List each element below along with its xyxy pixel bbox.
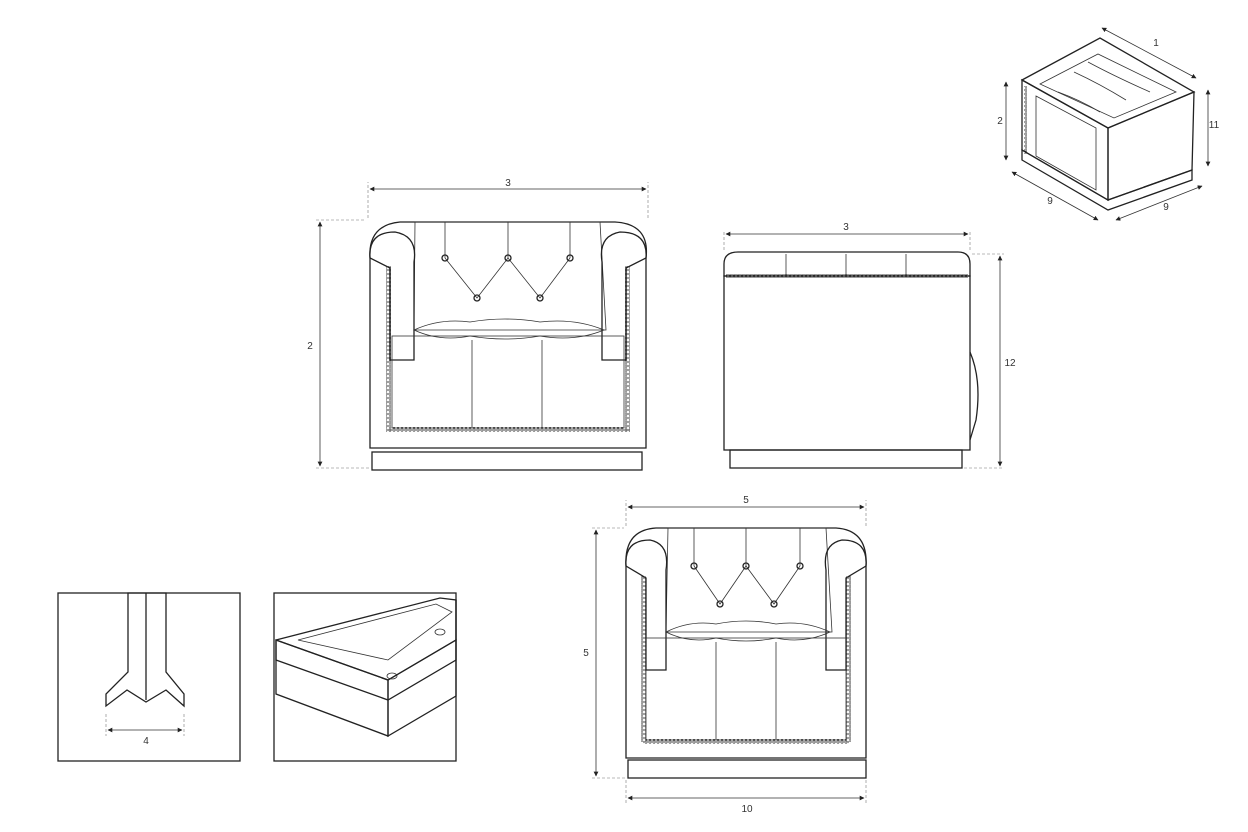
- side-nailhead-trim: [726, 274, 968, 278]
- rear-tufting-lines: [693, 565, 801, 605]
- rear-width-label: 5: [743, 495, 749, 506]
- rear-nailhead-trim: [846, 576, 851, 742]
- side-width-label: 3: [843, 222, 849, 233]
- leg-detail: 4: [57, 592, 241, 762]
- rear-nailhead-trim: [643, 739, 849, 744]
- front-height-label: 2: [307, 341, 313, 352]
- front-nailhead-trim: [625, 266, 630, 432]
- side-base-plinth: [729, 449, 963, 469]
- side-height-label: 12: [1004, 358, 1016, 369]
- iso-right-base-label: 9: [1163, 202, 1169, 213]
- rear-button: [770, 600, 778, 608]
- rear-button: [742, 562, 750, 570]
- front-button: [473, 294, 481, 302]
- rear-button: [796, 562, 804, 570]
- frame-front-rail: [275, 639, 389, 737]
- front-button: [441, 254, 449, 262]
- iso-top-label: 1: [1153, 38, 1159, 49]
- leg-detail-frame: [57, 592, 241, 762]
- rear-height-label: 5: [583, 648, 589, 659]
- front-right-arm: [600, 231, 647, 361]
- front-button: [504, 254, 512, 262]
- rear-button: [716, 600, 724, 608]
- rear-nailhead-trim: [641, 576, 646, 742]
- leg-width-label: 4: [143, 736, 149, 747]
- iso-front-face: [1021, 78, 1109, 202]
- iso-left-height-label: 2: [997, 116, 1003, 127]
- rear-view: 5 5 10: [583, 495, 867, 815]
- rear-button: [690, 562, 698, 570]
- front-tufting-lines: [444, 257, 571, 299]
- rear-base-plinth: [627, 759, 867, 779]
- front-left-arm: [369, 231, 416, 361]
- iso-left-base-label: 9: [1047, 196, 1053, 207]
- frame-detail: [273, 592, 457, 762]
- frame-inner-panel: [297, 603, 453, 661]
- iso-right-base-dimension: [1115, 185, 1203, 221]
- frame-detail-frame: [273, 592, 457, 762]
- front-button: [566, 254, 574, 262]
- rear-left-arm: [625, 539, 668, 671]
- iso-left-base-dimension: [1011, 171, 1099, 221]
- frame-screw: [386, 672, 398, 680]
- rear-right-arm: [824, 539, 867, 671]
- iso-top-dimension: [1101, 27, 1197, 79]
- front-view: 3 2: [307, 178, 649, 471]
- front-nailhead-trim: [388, 427, 630, 432]
- iso-top-face: [1020, 37, 1196, 129]
- rear-base-label: 10: [741, 804, 753, 815]
- side-view: 3 12: [723, 222, 1016, 469]
- side-back-bulge: [969, 351, 979, 441]
- front-seat-panel: [391, 335, 625, 429]
- frame-screw: [434, 628, 446, 636]
- rear-seat-panel: [645, 637, 847, 741]
- side-chair-body: [723, 275, 971, 451]
- front-nailhead-trim: [386, 266, 391, 432]
- iso-nailhead-trim: [1024, 86, 1027, 154]
- front-button: [536, 294, 544, 302]
- iso-tufting-lines: [1057, 61, 1151, 113]
- isometric-view: 1 2 11 9 9: [997, 27, 1220, 221]
- leg-shape: [105, 592, 185, 708]
- frame-side-rail: [387, 638, 457, 738]
- rear-back-cushion: [665, 527, 833, 633]
- iso-right-height-label: 11: [1209, 120, 1220, 131]
- front-width-label: 3: [505, 178, 511, 189]
- front-back-cushion: [413, 221, 607, 331]
- front-base-plinth: [371, 451, 643, 471]
- side-top-roll: [723, 251, 971, 277]
